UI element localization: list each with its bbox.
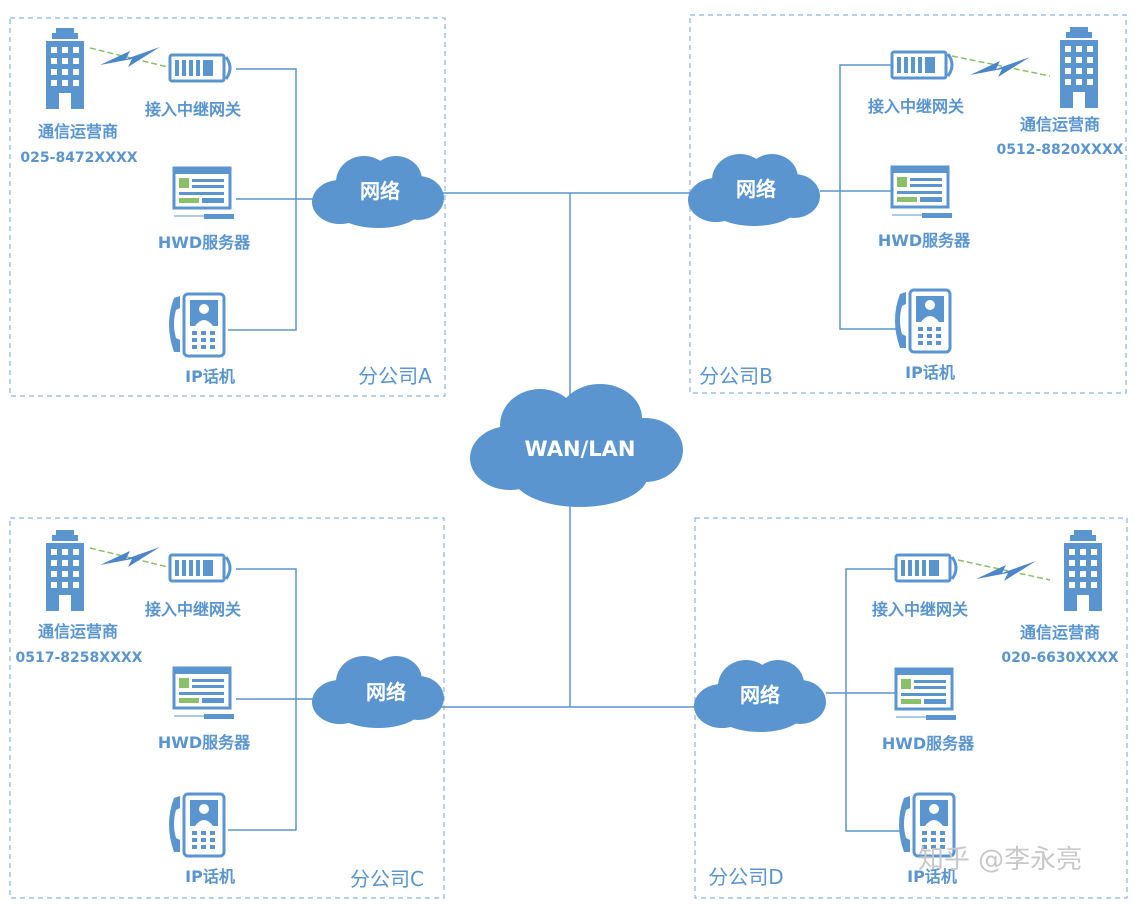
wireless-link-icon (970, 57, 1030, 77)
carrier-label: 通信运营商 (38, 622, 118, 641)
server-icon (890, 165, 954, 220)
building-icon (46, 530, 84, 611)
gateway-label: 接入中继网关 (145, 600, 241, 619)
wan-lan-cloud: WAN/LAN (470, 384, 683, 507)
ip-phone-label: IP话机 (185, 367, 235, 386)
branch-name: 分公司A (358, 364, 432, 388)
branch-name: 分公司B (699, 364, 773, 388)
ip-phone-icon (167, 792, 226, 858)
branch-name: 分公司C (350, 867, 424, 891)
gateway-label: 接入中继网关 (872, 600, 968, 619)
watermark-text: 知乎 @李永亮 (918, 845, 1082, 875)
building-icon (1064, 530, 1102, 611)
carrier-number: 020-6630XXXX (1001, 650, 1118, 666)
branch-c-box (9, 517, 445, 899)
carrier-number: 025-8472XXXX (20, 150, 137, 166)
server-label: HWD服务器 (882, 734, 975, 753)
gateway-label: 接入中继网关 (868, 97, 964, 116)
gateway-icon (168, 553, 232, 583)
network-label: 网络 (740, 683, 780, 707)
carrier-label: 通信运营商 (1020, 115, 1100, 134)
carrier-number: 0512-8820XXXX (997, 142, 1124, 158)
building-icon (46, 28, 84, 109)
network-label: 网络 (360, 179, 400, 203)
carrier-number: 0517-8258XXXX (16, 650, 143, 666)
gateway-icon (890, 50, 954, 80)
ip-phone-label: IP话机 (905, 363, 955, 382)
gateway-icon (168, 53, 232, 83)
branch-a-box (9, 17, 446, 397)
network-label: 网络 (366, 680, 406, 704)
branch-d: 网络 接入中继网关 通信运营商 020-6630XXXX HWD服务器 IP话机… (694, 530, 1119, 889)
ip-phone-icon (893, 288, 952, 354)
ip-phone-label: IP话机 (185, 867, 235, 886)
ip-phone-icon (167, 292, 226, 358)
gateway-label: 接入中继网关 (145, 100, 241, 119)
ip-phone-label: IP话机 (907, 867, 957, 886)
server-label: HWD服务器 (158, 233, 251, 252)
network-label: 网络 (736, 177, 776, 201)
server-icon (894, 667, 958, 722)
carrier-label: 通信运营商 (38, 122, 118, 141)
server-label: HWD服务器 (878, 231, 971, 250)
wan-lan-label: WAN/LAN (525, 437, 636, 461)
branch-b: 网络 接入中继网关 通信运营商 0512-8820XXXX HWD服务器 IP话… (688, 27, 1124, 388)
branch-b-box (689, 14, 1127, 394)
branch-a: 网络 接入中继网关 通信运营商 025-8472XXXX HWD服务器 IP话机… (20, 28, 444, 388)
server-label: HWD服务器 (158, 733, 251, 752)
server-icon (172, 166, 236, 221)
building-icon (1060, 27, 1098, 108)
branch-name: 分公司D (708, 865, 783, 889)
branch-c: 网络 接入中继网关 通信运营商 0517-8258XXXX HWD服务器 IP话… (16, 530, 444, 891)
backbone-links (440, 192, 700, 708)
carrier-label: 通信运营商 (1020, 623, 1100, 642)
server-icon (172, 666, 236, 721)
gateway-icon (894, 553, 958, 583)
